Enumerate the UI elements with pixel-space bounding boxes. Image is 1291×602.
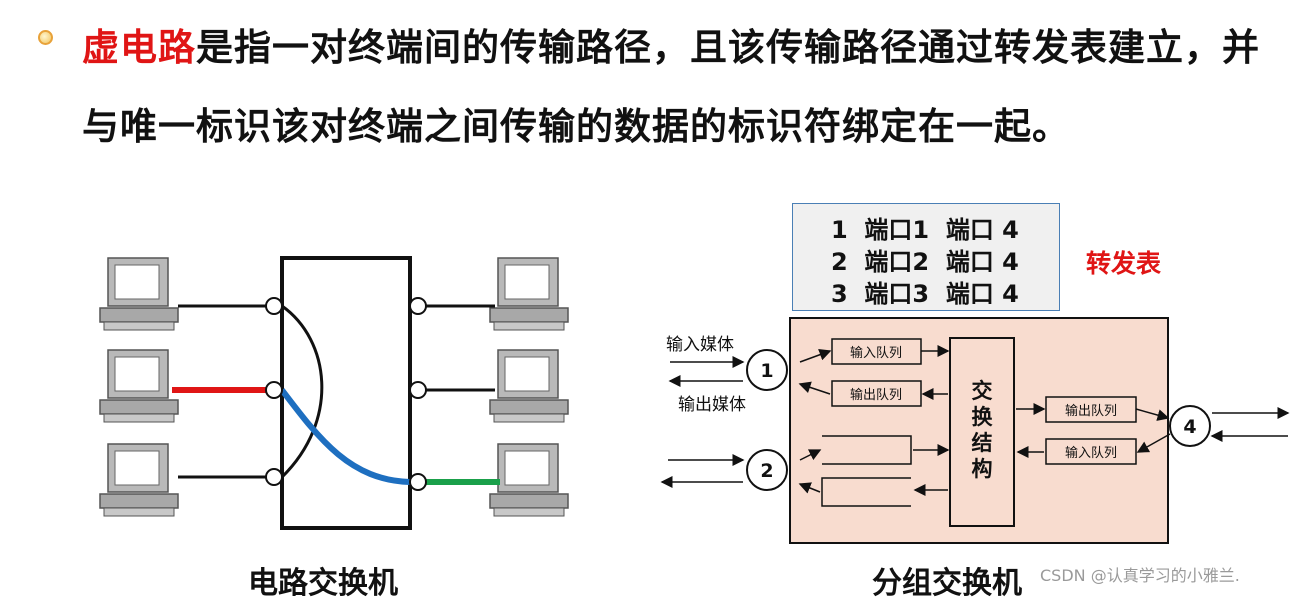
- definition-text: 是指一对终端间的传输路径，且该传输路径通过转发表建立，并与唯一标识该对终端之间传…: [82, 26, 1260, 148]
- computer-icon: [99, 443, 179, 517]
- input-media-label: 输入媒体: [666, 335, 734, 355]
- computer-icon: [99, 349, 179, 423]
- fabric-char: 构: [972, 457, 993, 481]
- computer-icon: [489, 443, 569, 517]
- forwarding-table: 1 端口1 端口 4 2 端口2 端口 4 3 端口3 端口 4: [792, 203, 1060, 311]
- packet-switch-diagram: 交 换 结 构 输入队列 输出队列 输出队列 输入队列 1 2: [660, 317, 1290, 544]
- forwarding-row: 1 端口1 端口 4: [831, 216, 1019, 244]
- fabric-char: 交: [972, 379, 993, 403]
- port-4: [1169, 405, 1211, 447]
- circuit-switch-diagram: [99, 256, 569, 530]
- circuit-switch-caption: 电路交换机: [248, 566, 398, 601]
- forwarding-row: 2 端口2 端口 4: [831, 248, 1019, 276]
- output-media-label: 输出媒体: [678, 395, 746, 415]
- definition-paragraph: 虚电路是指一对终端间的传输路径，且该传输路径通过转发表建立，并与唯一标识该对终端…: [82, 8, 1282, 166]
- svg-text:输出队列: 输出队列: [1065, 403, 1117, 419]
- output-queue: [831, 380, 922, 407]
- blue-path: [279, 388, 411, 485]
- packet-switch-caption: 分组交换机: [872, 566, 1022, 601]
- term-highlight: 虚电路: [82, 26, 196, 69]
- output-queue: [1045, 396, 1137, 423]
- computer-icon: [489, 257, 569, 331]
- input-queue: [831, 338, 922, 365]
- switch-fabric: [949, 337, 1015, 527]
- svg-text:输入队列: 输入队列: [850, 345, 902, 361]
- svg-text:1: 1: [760, 360, 773, 382]
- computer-icon: [489, 349, 569, 423]
- watermark: CSDN @认真学习的小雅兰.: [1040, 566, 1240, 585]
- forwarding-row: 3 端口3 端口 4: [831, 280, 1019, 308]
- fabric-char: 换: [972, 405, 994, 429]
- port-2: [746, 449, 788, 491]
- bullet-icon: [38, 30, 53, 45]
- input-queue: [1045, 438, 1137, 465]
- forwarding-table-label: 转发表: [1086, 249, 1162, 278]
- svg-text:输出队列: 输出队列: [850, 387, 902, 403]
- port-1: [746, 349, 788, 391]
- fabric-char: 结: [972, 431, 993, 455]
- circuit-switch-box: [280, 256, 412, 530]
- svg-text:输入队列: 输入队列: [1065, 445, 1117, 461]
- computer-icon: [99, 257, 179, 331]
- svg-text:2: 2: [760, 460, 773, 482]
- svg-text:4: 4: [1183, 416, 1196, 438]
